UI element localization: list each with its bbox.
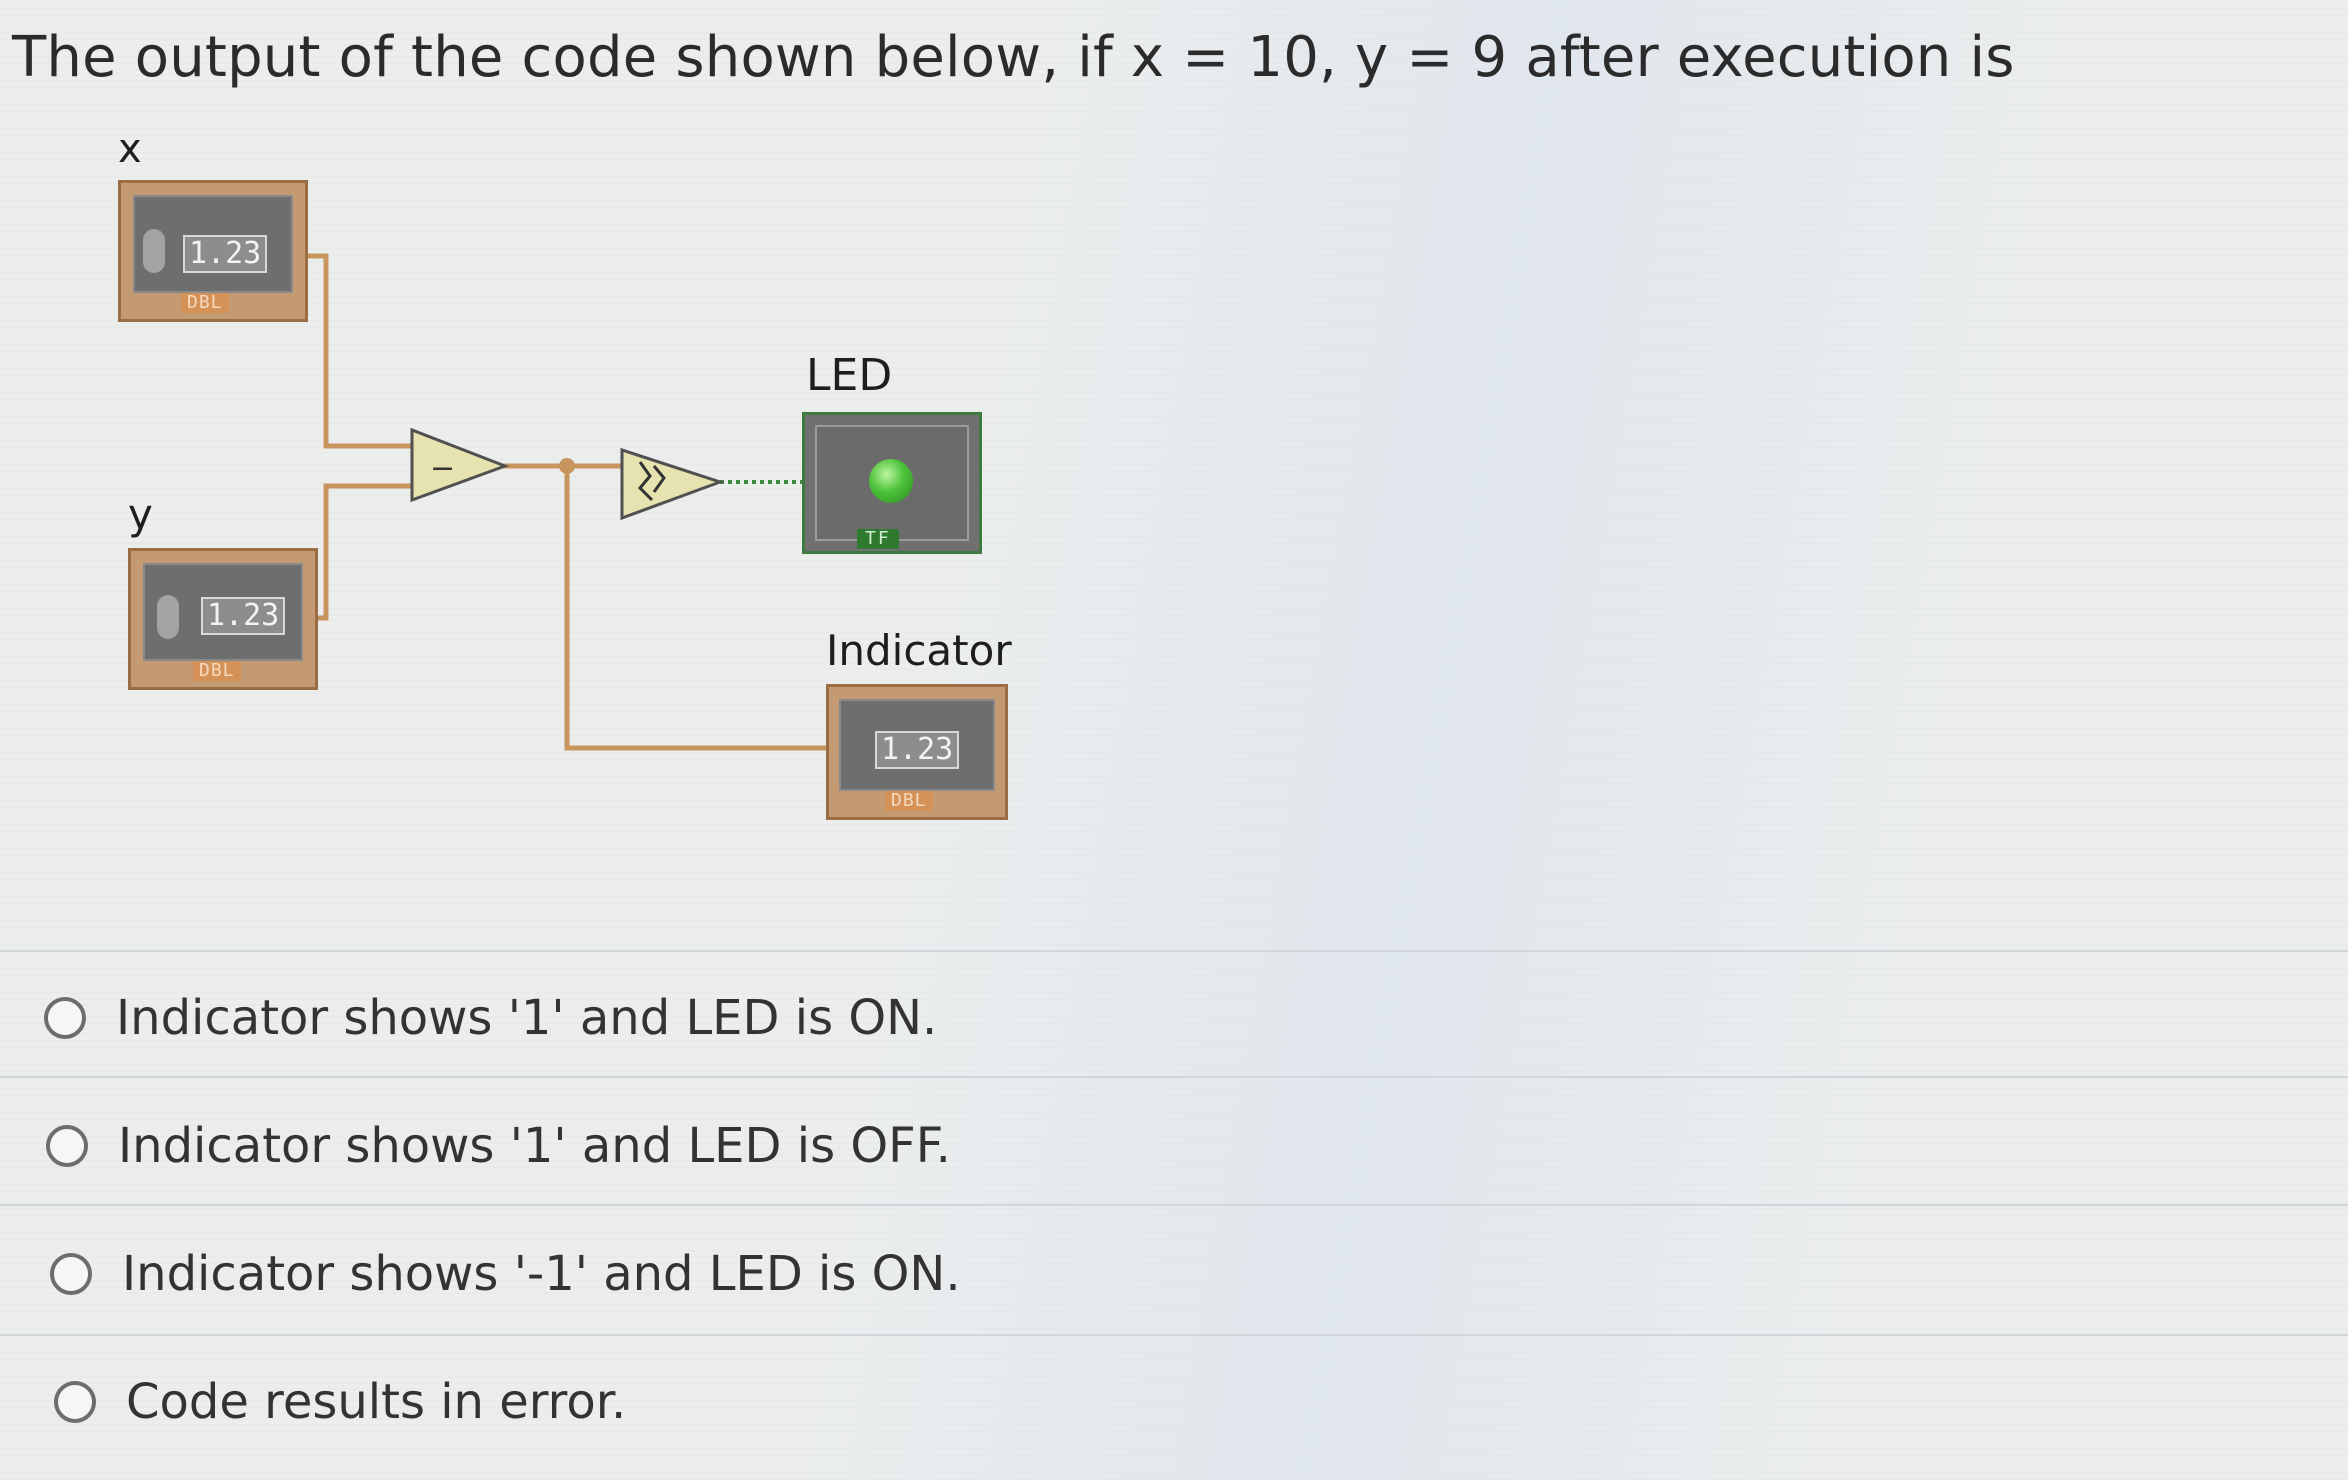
divider [0,1076,2348,1078]
radio-button[interactable] [50,1253,92,1295]
control-x-type: DBL [181,293,229,313]
spinner-icon[interactable] [143,229,165,273]
led-light-icon [869,459,913,503]
subtract-node-icon [410,427,510,503]
indicator-type: DBL [885,791,933,811]
option-1[interactable]: Indicator shows '1' and LED is ON. [44,978,937,1058]
divider [0,950,2348,952]
control-x-label: x [118,126,142,172]
divider [0,1334,2348,1336]
wire-y [318,483,412,621]
option-label: Code results in error. [126,1374,627,1430]
control-y-value[interactable]: 1.23 [201,597,286,635]
select-node-icon [620,447,725,521]
radio-button[interactable] [46,1125,88,1167]
option-2[interactable]: Indicator shows '1' and LED is OFF. [46,1106,951,1186]
radio-button[interactable] [44,997,86,1039]
led-label: LED [806,350,893,401]
subtract-symbol: − [430,451,455,486]
option-3[interactable]: Indicator shows '-1' and LED is ON. [50,1234,961,1314]
numeric-indicator: 1.23 DBL [826,684,1008,820]
option-label: Indicator shows '-1' and LED is ON. [122,1246,961,1302]
question-text: The output of the code shown below, if x… [12,25,2015,90]
wire-to-indicator [564,466,828,751]
wire-x [300,253,412,449]
divider [0,1204,2348,1206]
option-4[interactable]: Code results in error. [54,1362,626,1442]
control-y-label: y [128,490,153,539]
block-diagram-wires: − [280,241,855,763]
radio-button[interactable] [54,1381,96,1423]
indicator-value: 1.23 [875,731,960,769]
control-x[interactable]: 1.23 DBL [118,180,308,322]
led-type: TF [857,529,899,549]
control-y[interactable]: 1.23 DBL [128,548,318,690]
control-y-type: DBL [193,661,241,681]
spinner-icon[interactable] [157,595,179,639]
control-x-value[interactable]: 1.23 [183,235,268,273]
option-label: Indicator shows '1' and LED is ON. [116,990,938,1046]
option-label: Indicator shows '1' and LED is OFF. [118,1118,951,1174]
indicator-label: Indicator [826,626,1012,675]
led-indicator: TF [802,412,982,554]
